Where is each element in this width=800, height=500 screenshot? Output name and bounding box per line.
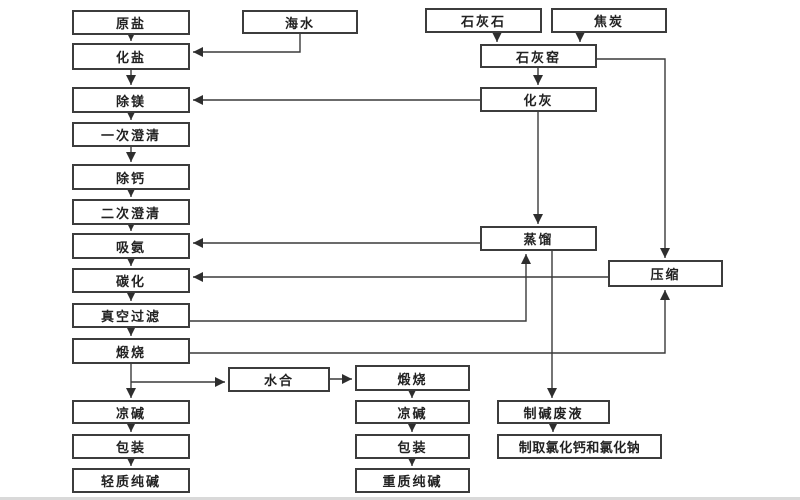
node-limestone: 石灰石	[425, 8, 542, 33]
node-packing-light: 包装	[72, 434, 190, 459]
edge-kiln-to-compression	[597, 58, 670, 258]
node-dissolve-salt: 化盐	[72, 43, 190, 70]
node-soda-cooling-light: 凉碱	[72, 400, 190, 424]
node-waste-liquid: 制碱废液	[497, 400, 610, 424]
edge-vacuum-to-distillation	[190, 254, 531, 322]
node-second-clarification: 二次澄清	[72, 199, 190, 225]
edge-seawater-to-dissolve	[193, 34, 301, 57]
node-compression: 压缩	[608, 260, 723, 287]
node-distillation: 蒸馏	[480, 226, 597, 251]
node-lime-slaking: 化灰	[480, 87, 597, 112]
node-seawater: 海水	[242, 10, 358, 34]
node-raw-salt: 原盐	[72, 10, 190, 35]
node-hydration: 水合	[228, 367, 330, 392]
node-lime-kiln: 石灰窑	[480, 44, 597, 68]
node-produce-cacl2-nacl: 制取氯化钙和氯化钠	[497, 434, 662, 459]
node-packing-dense: 包装	[355, 434, 470, 459]
node-coke: 焦炭	[551, 8, 667, 33]
node-carbonation: 碳化	[72, 268, 190, 293]
node-light-soda-ash: 轻质纯碱	[72, 468, 190, 493]
node-calcination-light: 煅烧	[72, 338, 190, 364]
node-vacuum-filtration: 真空过滤	[72, 303, 190, 328]
node-ammonia-absorption: 吸氨	[72, 233, 190, 259]
node-first-clarification: 一次澄清	[72, 122, 190, 147]
node-remove-calcium: 除钙	[72, 164, 190, 190]
node-remove-magnesium: 除镁	[72, 87, 190, 113]
edge-calcination-to-compression	[190, 290, 670, 354]
bottom-edge-strip	[0, 497, 800, 500]
node-dense-soda-ash: 重质纯碱	[355, 468, 470, 493]
node-soda-cooling-dense: 凉碱	[355, 400, 470, 424]
node-calcination-dense: 煅烧	[355, 365, 470, 391]
